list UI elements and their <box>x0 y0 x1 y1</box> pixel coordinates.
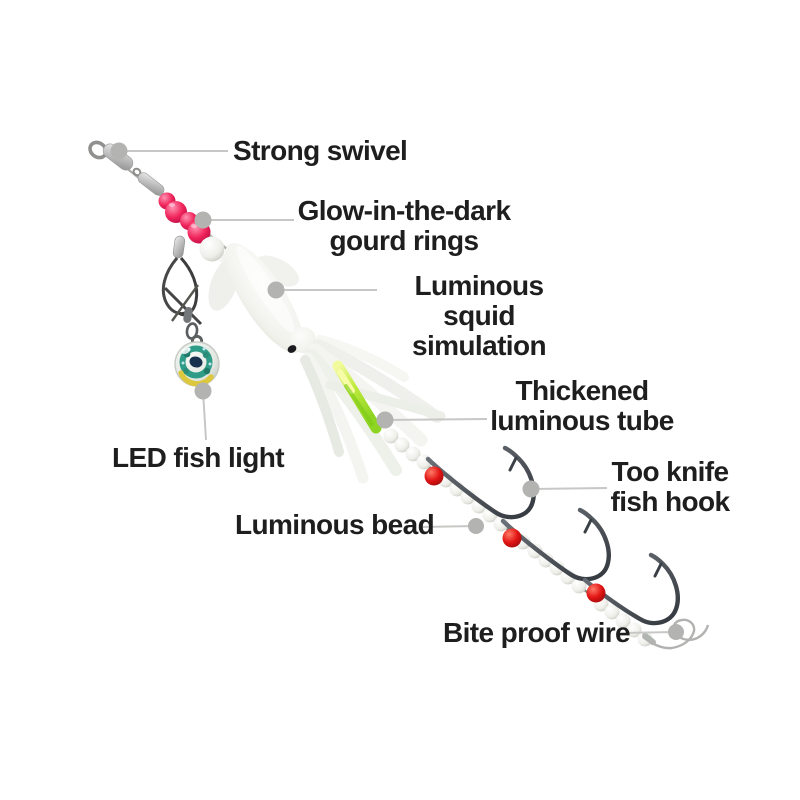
luminous-tube-part <box>332 360 382 434</box>
hook-2 <box>500 507 611 582</box>
callout-dot-gourd-rings <box>194 211 212 229</box>
label-luminous-squid: Luminous squid simulation <box>411 270 547 361</box>
hook-3 <box>582 552 680 626</box>
label-led-fish-light: LED fish light <box>112 442 285 473</box>
callout-dot-led-light <box>194 382 212 400</box>
fish-hooks <box>425 445 680 626</box>
label-luminous-bead: Luminous bead <box>235 509 435 540</box>
callout-dot-thickened-tube <box>376 411 394 429</box>
callout-line-thickened-tube <box>384 418 488 421</box>
label-strong-swivel: Strong swivel <box>233 135 408 166</box>
callout-dot-strong-swivel <box>110 142 128 160</box>
led-fish-light-part <box>174 334 220 398</box>
label-fish-hook: Too knife fish hook <box>610 456 730 517</box>
callout-dot-fish-hook <box>522 480 540 498</box>
luminous-bead-strand <box>383 428 653 647</box>
callout-dot-bite-wire <box>668 624 684 640</box>
label-bite-proof-wire: Bite proof wire <box>443 617 631 648</box>
hook-1 <box>425 445 536 520</box>
label-thickened-tube: Thickened luminous tube <box>490 375 674 436</box>
callout-dot-luminous-bead <box>468 518 484 534</box>
callout-line-bite-wire <box>620 631 677 634</box>
squid-body <box>208 243 446 484</box>
red-beads <box>424 466 606 603</box>
callout-dot-luminous-squid <box>267 281 285 299</box>
callout-line-luminous-bead <box>420 525 477 528</box>
gourd-rings-part <box>158 192 211 244</box>
top-white-bead <box>199 236 225 262</box>
squid-tentacles <box>300 335 446 484</box>
snap-clip <box>161 235 203 340</box>
callouts <box>110 142 684 640</box>
label-gourd-rings: Glow-in-the-dark gourd rings <box>297 195 511 256</box>
callout-line-fish-hook <box>530 487 608 490</box>
end-wire-loop <box>642 618 710 650</box>
